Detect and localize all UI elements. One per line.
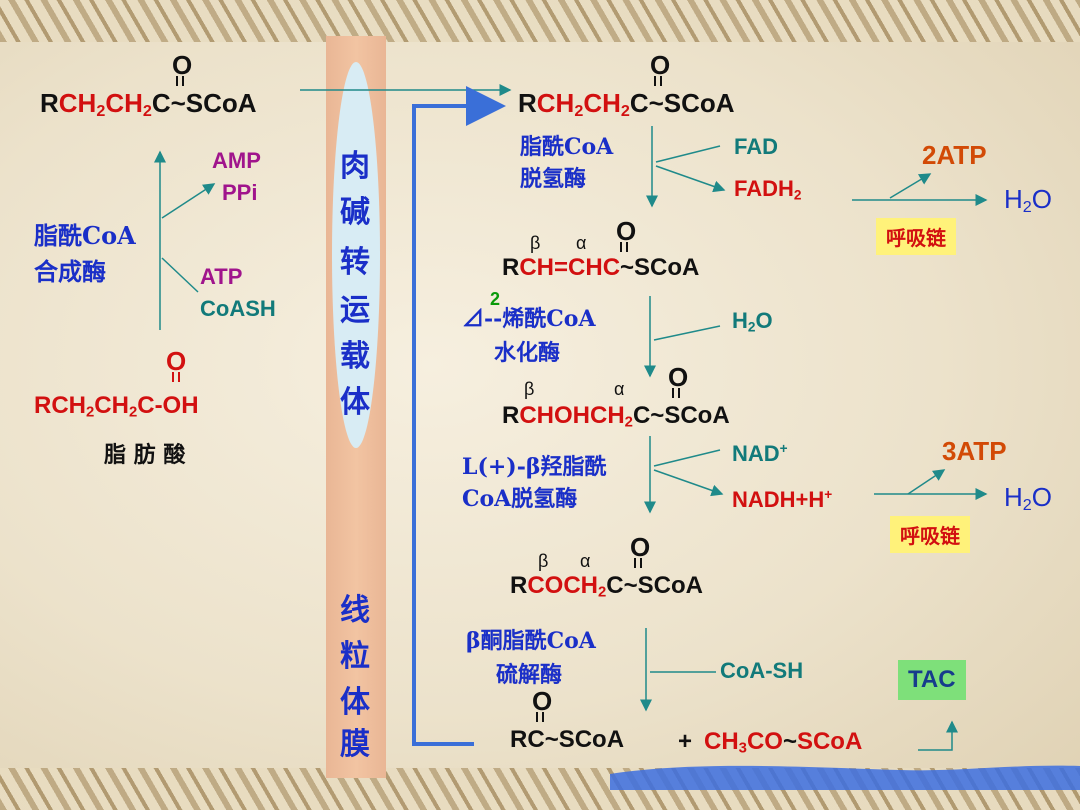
membrane-label-char: 体 [340,685,370,720]
plus-sign: + [678,728,693,755]
amp-label: AMP [212,148,261,173]
carnitine-carrier-oval [332,62,380,448]
atp-yield-1: 2ATP [922,140,987,170]
enoyl-coa-hydratase-label: 水化酶 [494,340,561,366]
carrier-char: 运 [340,293,370,328]
acyl-coa-synthetase-label: 脂酰CoA [34,221,136,250]
carrier-char: 碱 [340,195,370,230]
carrier-char: 肉 [340,149,370,184]
atp-label: ATP [200,264,243,289]
decorative-top-border [0,0,1080,42]
tac-box: TAC [898,660,966,700]
nadh-label: NADH+H+ [732,487,833,513]
membrane-label-char: 粒 [340,639,370,674]
carrier-char: 载 [340,339,370,374]
coash-label: CoASH [200,296,276,321]
delta-2-number: 2 [490,289,501,309]
acyl-coa-synthetase-label: 合成酶 [34,257,106,286]
ketoacyl-coa-thiolase-label: 硫解酶 [496,662,563,688]
coa-sh-input: CoA-SH [720,658,804,683]
nad-label: NAD+ [732,441,788,467]
wave-decoration [610,765,1080,790]
respiratory-chain-label-1: 呼吸链 [876,218,956,255]
membrane-label-char: 膜 [340,727,370,762]
fatty-acid-name: 脂 肪 酸 [104,442,186,468]
enoyl-coa-hydratase-label: ⊿--烯酰CoA [462,306,596,332]
acyl-coa-dehydrogenase-label: 脱氢酶 [520,166,587,192]
ketoacyl-coa-thiolase-label: β酮脂酰CoA [466,628,596,654]
membrane-label-char: 线 [340,593,370,628]
carrier-char: 体 [340,385,370,420]
hydroxyacyl-coa-dehydrogenase-label: L(+)-β羟脂酰 [462,454,607,480]
respiratory-chain-label-2: 呼吸链 [890,516,970,553]
acetyl-coa: CH3CO~SCoA [704,728,863,757]
water-product-2: H2O [1004,482,1052,515]
carrier-char: 转 [340,245,370,280]
recycle-arrow [412,86,506,746]
water-product-1: H2O [1004,184,1052,217]
atp-yield-2: 3ATP [942,436,1007,466]
ppi-label: PPi [222,180,258,205]
acyl-coa-dehydrogenase-label: 脂酰CoA [520,134,614,160]
hydroxyacyl-coa-dehydrogenase-label: CoA脱氢酶 [462,486,578,512]
fad-label: FAD [734,134,778,159]
water-input: H2O [732,308,773,335]
fadh2-label: FADH2 [734,176,802,203]
